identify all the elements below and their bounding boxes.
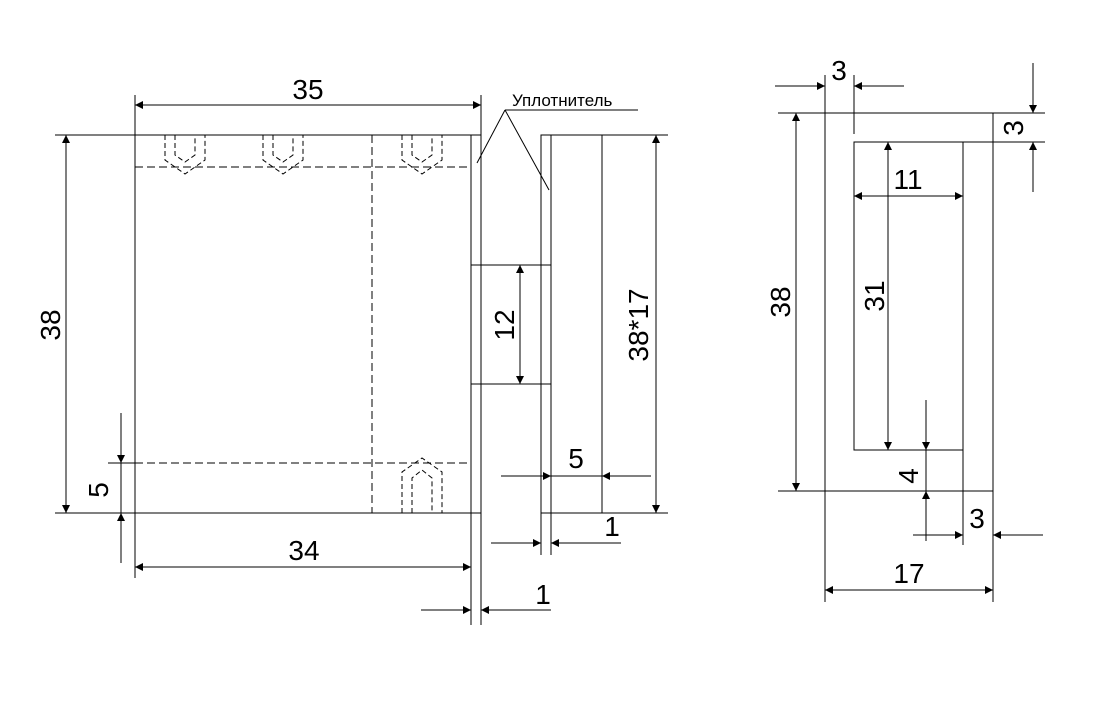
seal-leader-1 bbox=[476, 109, 506, 164]
dim-label-34: 34 bbox=[288, 535, 319, 566]
seal-strip-side bbox=[540, 134, 552, 514]
seal-strip-front bbox=[470, 134, 482, 514]
seal-label: Уплотнитель bbox=[512, 91, 613, 110]
dim-label-12: 12 bbox=[489, 309, 520, 340]
dim-label-35: 35 bbox=[292, 74, 323, 105]
seal-leader-2 bbox=[504, 109, 550, 191]
dim-label-17: 17 bbox=[893, 558, 924, 589]
dim-label-3-right: 3 bbox=[998, 120, 1029, 136]
dim-label-3-bottom: 3 bbox=[969, 503, 985, 534]
dim-label-5-left: 5 bbox=[83, 482, 114, 498]
dim-label-5-side: 5 bbox=[568, 443, 584, 474]
hex-socket-2 bbox=[262, 135, 304, 175]
dim-label-1-side: 1 bbox=[604, 511, 620, 542]
hex-socket-3 bbox=[401, 135, 443, 175]
dim-label-38-section: 38 bbox=[765, 286, 796, 317]
dim-label-4: 4 bbox=[893, 468, 924, 484]
hex-socket-4 bbox=[401, 457, 443, 513]
front-body-outline bbox=[134, 134, 472, 514]
dim-label-11: 11 bbox=[893, 164, 922, 195]
dim-label-31: 31 bbox=[859, 280, 890, 311]
hex-socket-1 bbox=[164, 135, 206, 175]
section-view: 3 3 11 31 38 4 3 17 bbox=[765, 55, 1045, 602]
dim-label-38-left: 38 bbox=[35, 309, 66, 340]
front-view: 35 38 5 34 1 bbox=[35, 74, 551, 625]
section-inner-cavity bbox=[853, 141, 964, 451]
section-outer-outline bbox=[824, 112, 994, 492]
side-view: 12 38*17 5 1 Уплотнитель bbox=[470, 91, 668, 555]
dim-label-38x17: 38*17 bbox=[623, 288, 654, 361]
dim-label-1-front: 1 bbox=[535, 579, 551, 610]
dim-label-3-top: 3 bbox=[831, 55, 847, 86]
side-body-outline bbox=[550, 134, 603, 514]
